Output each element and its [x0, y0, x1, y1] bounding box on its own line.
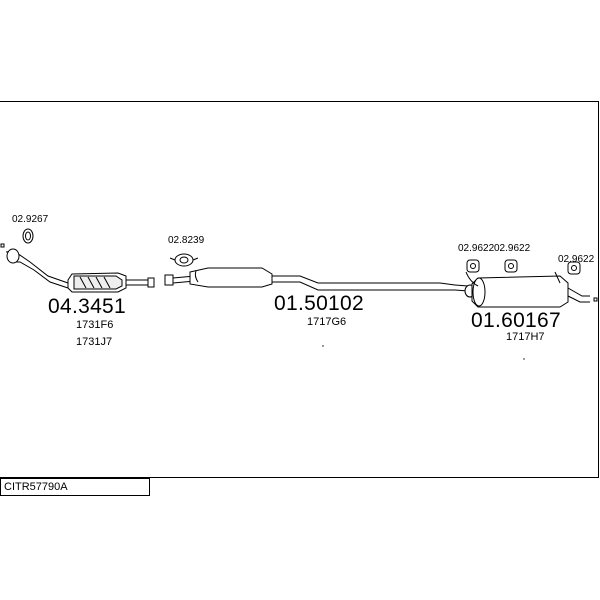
rear-silencer	[454, 271, 590, 308]
center-pipe-with-resonator	[164, 267, 456, 291]
dot-marker	[523, 358, 525, 360]
fitting-label: 02.9267	[12, 214, 49, 225]
part-oe-code: 1717G6	[307, 316, 347, 328]
front-pipe-with-catalyst	[5, 248, 155, 293]
part-number: 01.60167	[471, 309, 561, 332]
part-number: 04.3451	[48, 295, 127, 318]
outlet-marker	[593, 297, 598, 302]
fitting-label: 02.9622	[494, 243, 531, 254]
fitting-label: 02.8239	[168, 235, 205, 246]
part-oe-code: 1717H7	[506, 331, 545, 343]
fitting-label: 02.9622	[558, 254, 595, 265]
dot-marker	[322, 345, 324, 347]
part-oe-code: 1731F6	[76, 319, 114, 331]
part-number: 01.50102	[274, 292, 364, 315]
gasket-02-8239	[169, 253, 199, 267]
diagram-frame	[0, 101, 599, 478]
mounting-rubbers-02-9622	[466, 259, 581, 275]
inlet-marker	[0, 243, 5, 248]
part-oe-code: 1731J7	[76, 336, 113, 348]
clamp-02-9267	[22, 228, 34, 244]
fitting-label: 02.9622	[458, 243, 495, 254]
reference-code-box: CITR57790A	[0, 478, 150, 496]
